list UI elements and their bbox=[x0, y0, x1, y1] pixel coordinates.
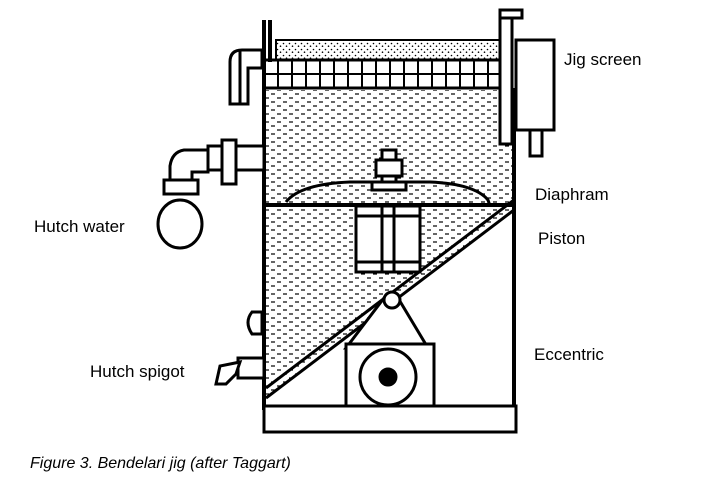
figure-caption: Figure 3. Bendelari jig (after Taggart) bbox=[30, 455, 291, 472]
hutch-water-pipe bbox=[156, 138, 266, 250]
label-jig-screen: Jig screen bbox=[564, 50, 642, 69]
diaphragm bbox=[284, 180, 492, 207]
label-hutch-water: Hutch water bbox=[34, 217, 125, 236]
diaphragm-hub bbox=[370, 148, 408, 192]
hutch-spigot bbox=[214, 356, 266, 386]
jig-screen bbox=[262, 58, 508, 90]
hutch-valve bbox=[246, 310, 264, 336]
sand-bed bbox=[275, 39, 501, 61]
eccentric bbox=[342, 290, 436, 408]
tank-base bbox=[262, 404, 518, 434]
label-piston: Piston bbox=[538, 229, 586, 248]
label-diaphragm: Diaphram bbox=[535, 185, 609, 204]
label-eccentric: Eccentric bbox=[534, 345, 604, 364]
overflow-gate bbox=[498, 8, 556, 158]
label-hutch-spigot: Hutch spigot bbox=[90, 362, 185, 381]
discharge-chute bbox=[228, 48, 264, 106]
piston bbox=[354, 204, 422, 274]
